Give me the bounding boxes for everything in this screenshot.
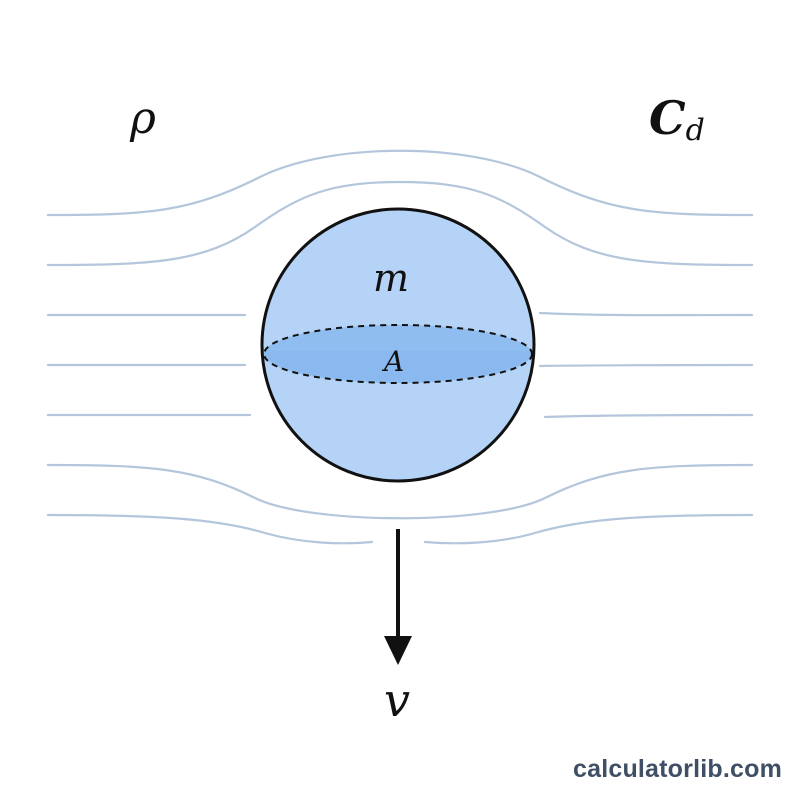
velocity-label: v [384,673,410,727]
streamline-right-3 [543,413,754,419]
streamline-right-2 [538,363,754,368]
streamline-right-1 [538,311,754,317]
area-label: A [381,345,404,378]
mass-label: m [373,256,409,300]
velocity-arrow-head [384,636,412,665]
density-label: ρ [129,93,156,144]
streamline-top-2 [46,180,754,267]
drag-coefficient-main: C [649,91,686,145]
streamline-top-1 [46,149,754,217]
streamline-bottom-2-left [46,513,374,545]
streamline-bottom-1 [46,463,754,520]
watermark: calculatorlib.com [572,755,782,783]
streamline-bottom-2-right [423,513,754,545]
drag-coefficient-label: Cd [649,91,705,148]
velocity-arrow [384,529,412,665]
cross-section-ellipse [263,324,533,384]
drag-coefficient-subscript: d [686,113,705,148]
streamlines [46,149,754,545]
